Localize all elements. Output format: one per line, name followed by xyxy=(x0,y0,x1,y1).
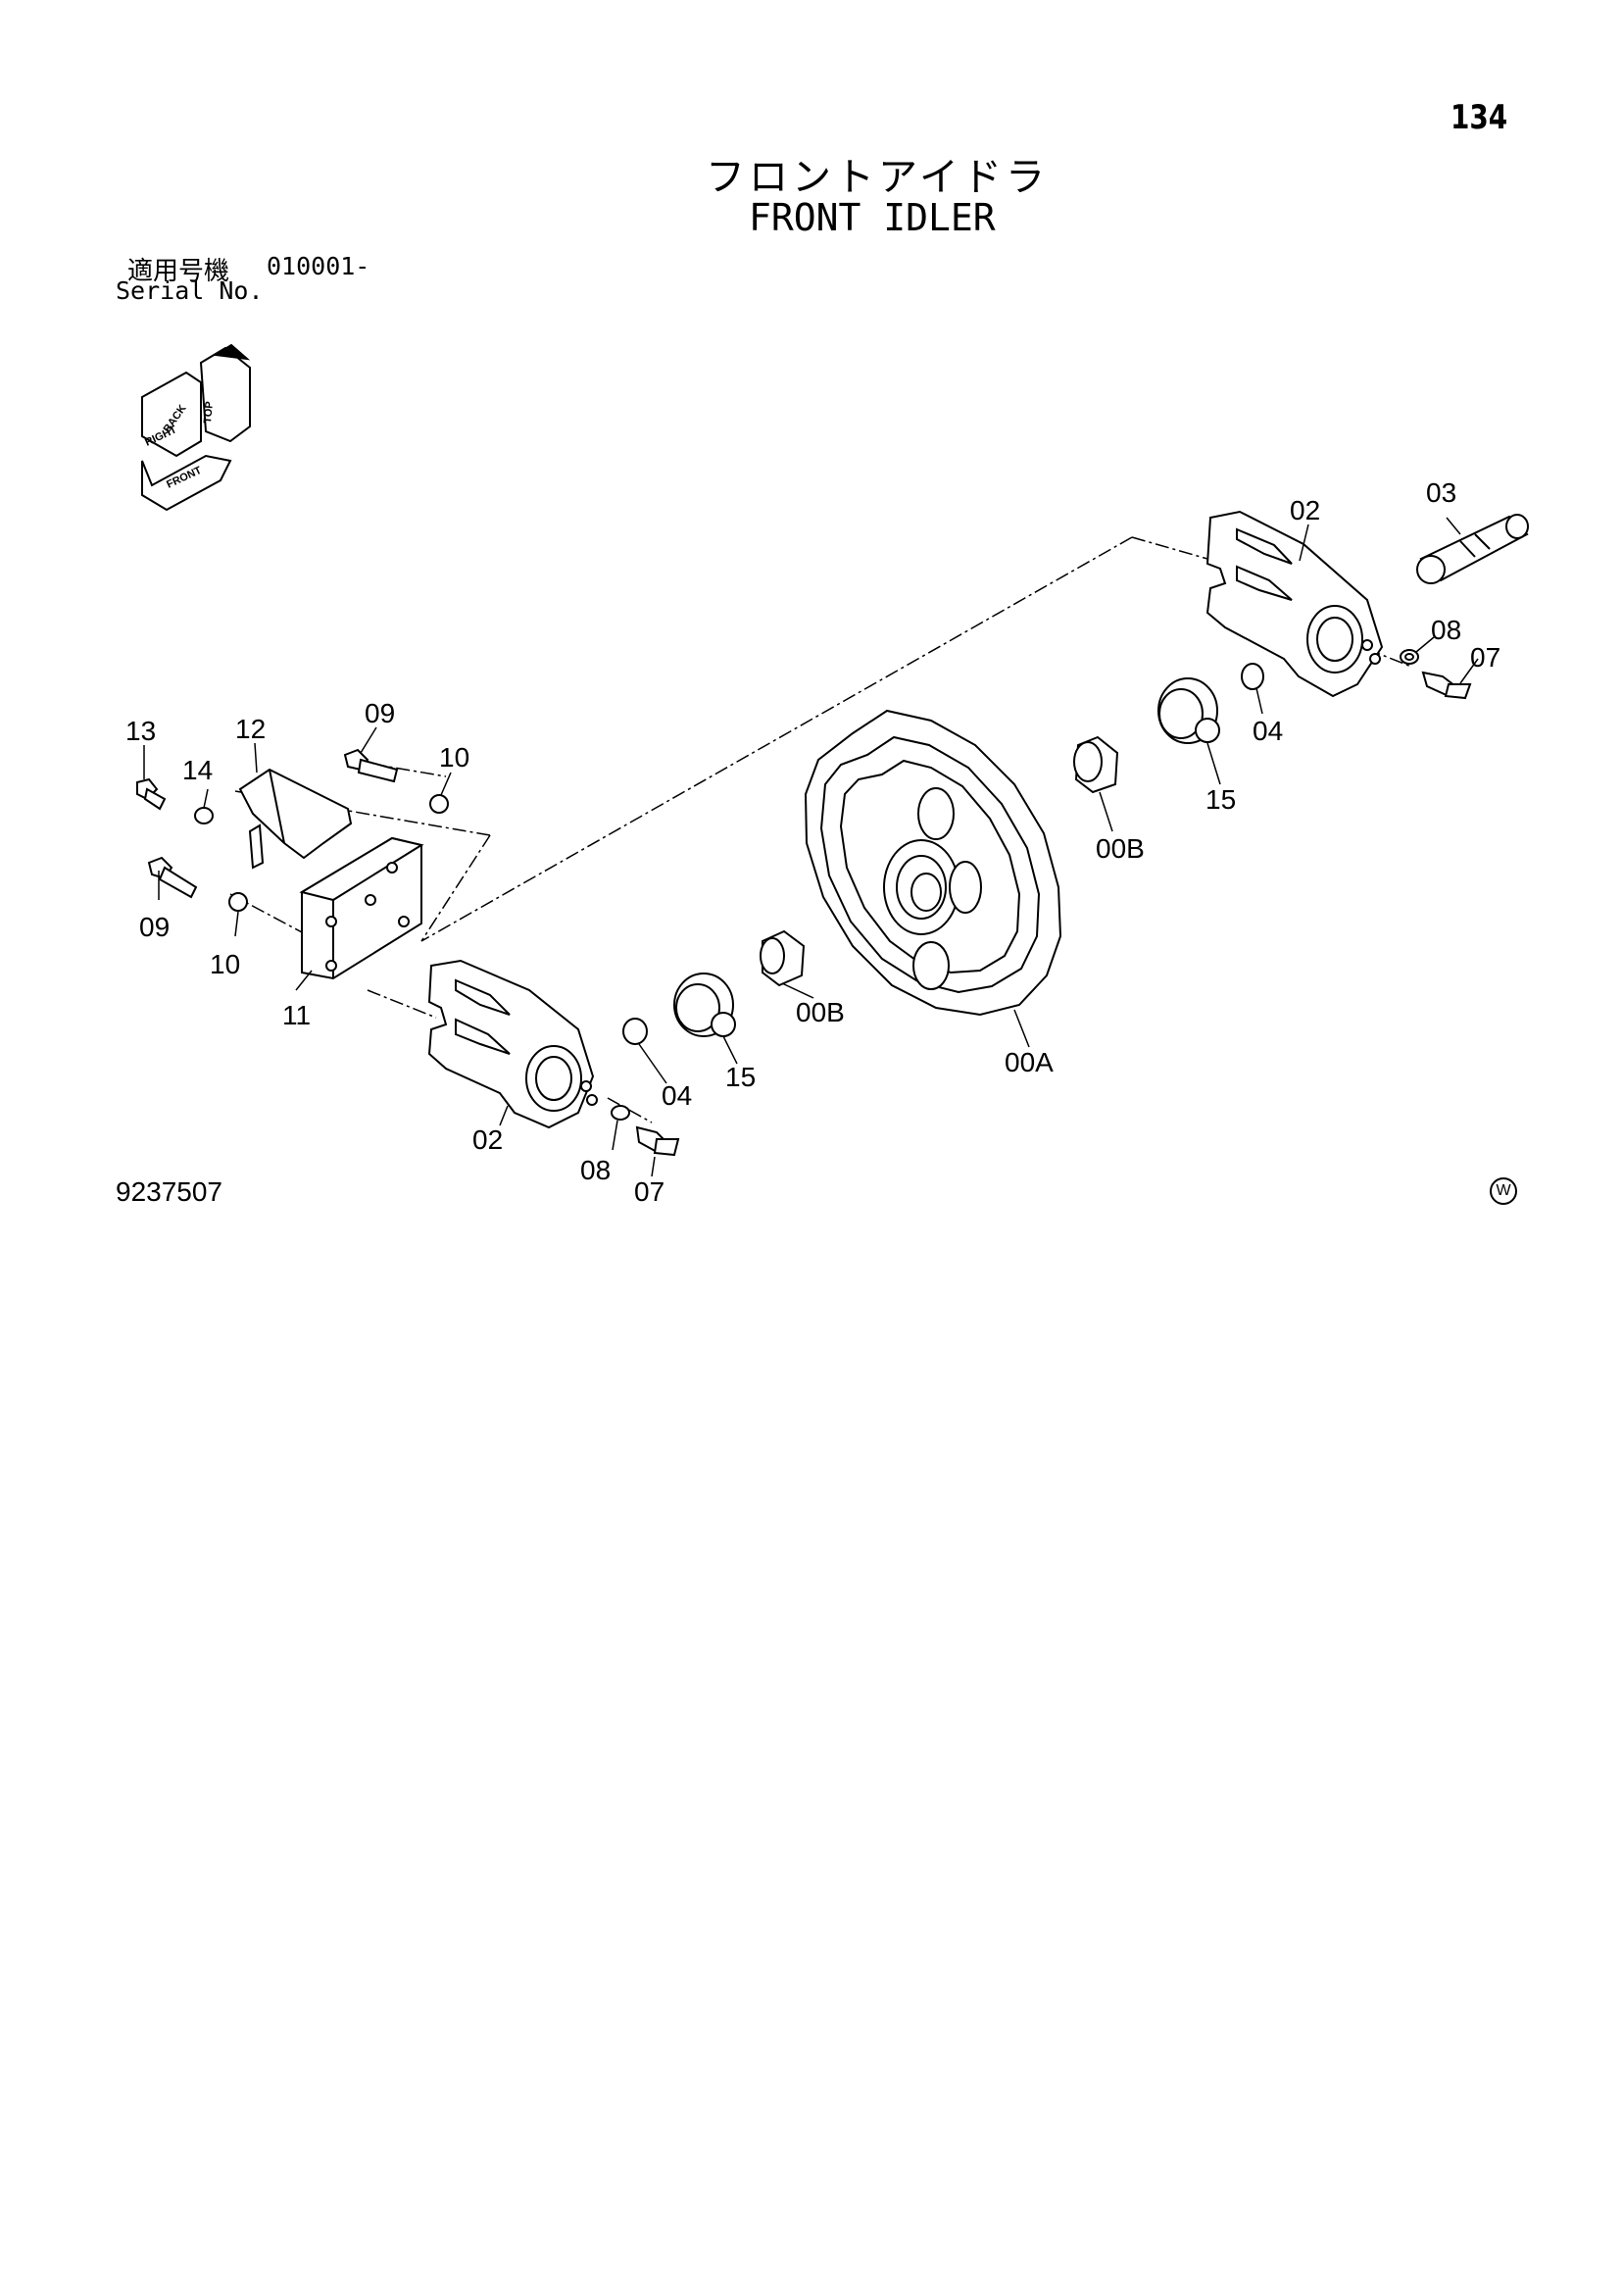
part-02-link-top xyxy=(1205,510,1384,698)
callout-label: 00A xyxy=(1005,1047,1054,1077)
callout-label: 07 xyxy=(1470,642,1500,673)
callout-label: 15 xyxy=(725,1062,756,1092)
callout-label: 00B xyxy=(1096,833,1145,864)
callout-label: 10 xyxy=(210,949,240,979)
part-07-bolt-top xyxy=(1421,671,1472,700)
page-title-japanese: フロントアイドラ xyxy=(706,155,1049,200)
callout-label: 02 xyxy=(472,1124,503,1155)
serial-label-japanese: 適用号機 xyxy=(127,257,230,286)
callout-label: 08 xyxy=(580,1155,611,1185)
part-08-washer-bottom xyxy=(611,1105,630,1121)
part-00a-idler-wheel xyxy=(804,709,1062,1017)
callout-labels: 02 03 08 07 04 15 00B 13 12 14 09 10 09 … xyxy=(125,477,1500,1207)
part-09-bolt-top xyxy=(343,748,399,783)
callout-label: 07 xyxy=(634,1176,664,1207)
part-00b-bushing-top xyxy=(1073,735,1119,794)
part-15-seal-bottom xyxy=(673,973,736,1037)
callout-label: 03 xyxy=(1426,477,1456,508)
part-11-block xyxy=(299,836,424,980)
page-title: FRONT IDLER xyxy=(749,196,996,239)
serial-label: Serial No. xyxy=(116,276,264,305)
callout-label: 13 xyxy=(125,716,156,746)
callout-label: 09 xyxy=(365,698,395,728)
callout-label: 02 xyxy=(1290,495,1320,525)
part-15-seal-top xyxy=(1157,677,1220,744)
callout-label: 00B xyxy=(796,997,845,1027)
part-14-washer xyxy=(194,807,214,824)
part-13-bolt xyxy=(136,777,167,811)
part-10-nut-bottom xyxy=(228,892,248,912)
callout-label: 04 xyxy=(1253,716,1283,746)
serial-range: 010001- xyxy=(267,252,370,280)
orientation-top-label: TOP xyxy=(202,401,216,424)
callout-label: 09 xyxy=(139,912,170,942)
callout-label: 12 xyxy=(235,714,266,744)
part-00b-bushing-bottom xyxy=(760,929,806,987)
part-09-bolt-bottom xyxy=(147,856,198,899)
callout-label: 14 xyxy=(182,755,213,785)
document-number: 9237507 xyxy=(116,1176,223,1207)
part-12-cover-plate xyxy=(238,768,353,870)
part-02-link-bottom xyxy=(427,959,598,1129)
watermark-w-icon: W xyxy=(1490,1177,1517,1205)
page-number: 134 xyxy=(1451,98,1508,137)
callout-label: 10 xyxy=(439,742,469,773)
part-03-pin xyxy=(1416,514,1529,584)
orientation-indicator-icon xyxy=(141,343,251,512)
part-10-nut-top xyxy=(429,794,449,814)
callout-label: 15 xyxy=(1205,784,1236,815)
part-04-ring-top xyxy=(1241,663,1264,690)
part-07-bolt-bottom xyxy=(635,1125,680,1157)
callout-label: 04 xyxy=(662,1080,692,1111)
callout-label: 08 xyxy=(1431,615,1461,645)
part-04-ring-bottom xyxy=(622,1018,648,1045)
callout-label: 11 xyxy=(282,1000,311,1030)
leader-lines xyxy=(143,517,1479,1177)
